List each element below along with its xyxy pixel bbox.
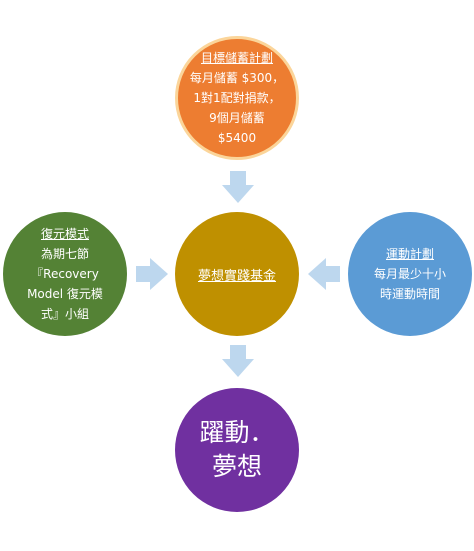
recovery-model-line-3: Model 復元模	[27, 287, 103, 301]
arrow-left-right	[308, 258, 340, 290]
savings-plan-node: 目標儲蓄計劃 每月儲蓄 $300， 1對1配對捐款， 9個月儲蓄 $5400	[175, 36, 299, 160]
arrow-down-top	[222, 171, 254, 203]
recovery-model-line-4: 式』小組	[40, 307, 89, 321]
savings-plan-line-2: 1對1配對捐款，	[193, 91, 281, 105]
exercise-plan-line-1: 每月最少十小	[373, 267, 446, 281]
recovery-model-node: 復元模式 為期七節 『Recovery Model 復元模 式』小組	[3, 212, 127, 336]
leap-dream-line-1: 躍動．	[199, 418, 275, 447]
recovery-model-title: 復元模式	[40, 227, 89, 241]
savings-plan-line-1: 每月儲蓄 $300，	[189, 71, 285, 85]
recovery-model-line-2: 『Recovery	[31, 267, 99, 281]
savings-plan-line-3: 9個月儲蓄	[209, 111, 265, 125]
dream-fund-node: 夢想實踐基金	[175, 212, 299, 336]
leap-dream-node: 躍動． 夢想	[175, 388, 299, 512]
exercise-plan-node: 運動計劃 每月最少十小 時運動時間	[348, 212, 472, 336]
recovery-model-line-1: 為期七節	[40, 247, 89, 261]
arrow-right-left	[136, 258, 168, 290]
exercise-plan-title: 運動計劃	[385, 247, 434, 261]
arrow-down-bottom	[222, 345, 254, 377]
savings-plan-line-4: $5400	[217, 131, 257, 145]
savings-plan-title: 目標儲蓄計劃	[200, 51, 273, 65]
dream-fund-title: 夢想實踐基金	[197, 268, 276, 284]
leap-dream-line-2: 夢想	[211, 452, 262, 481]
exercise-plan-line-2: 時運動時間	[379, 287, 440, 301]
